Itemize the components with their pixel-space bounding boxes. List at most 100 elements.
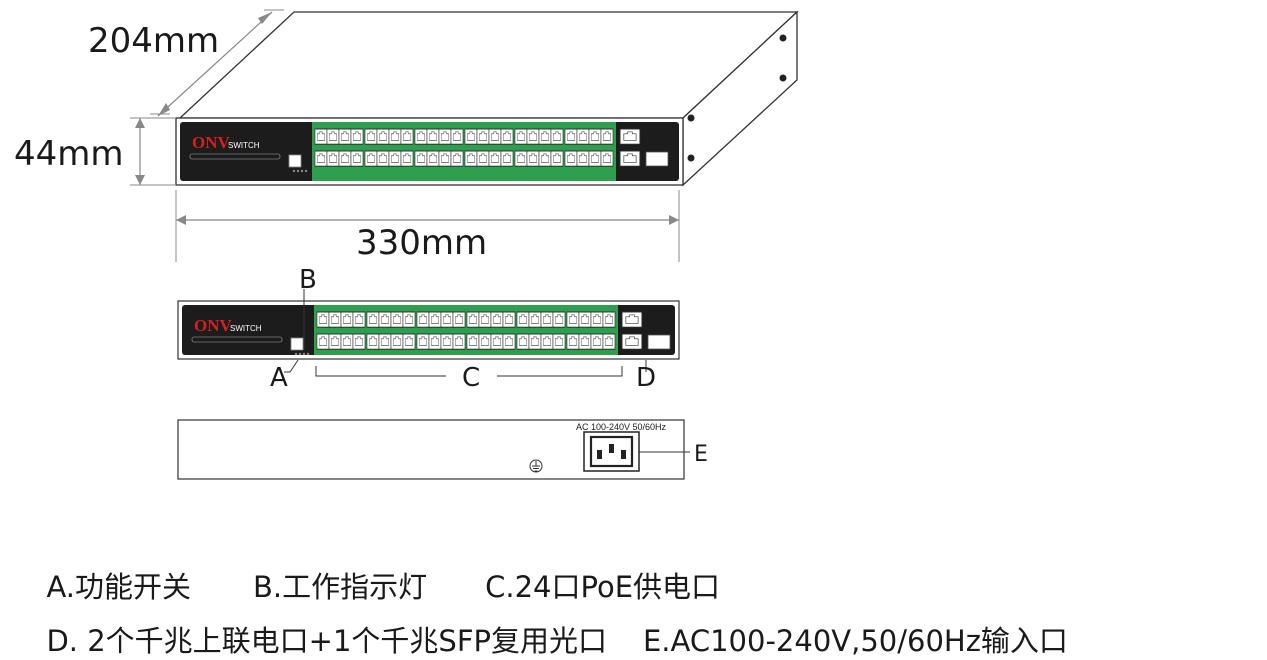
poe-port — [500, 128, 514, 145]
poe-port — [376, 150, 390, 167]
indicator-led — [294, 352, 298, 356]
poe-port — [428, 333, 442, 350]
poe-port — [352, 311, 366, 328]
poe-port — [450, 128, 464, 145]
poe-port — [440, 333, 454, 350]
uplink-port — [619, 128, 641, 145]
poe-port — [388, 128, 402, 145]
uplink-port — [621, 311, 643, 328]
poe-port — [466, 311, 480, 328]
poe-port — [502, 311, 516, 328]
poe-port — [588, 150, 602, 167]
poe-port — [338, 150, 352, 167]
rear-panel-view: AC 100-240V 50/60Hz E — [177, 419, 708, 480]
poe-port — [588, 128, 602, 145]
indicator-led — [302, 352, 306, 356]
indicator-led — [300, 169, 304, 173]
poe-port — [364, 150, 378, 167]
legend-d: D. 2个千兆上联电口+1个千兆SFP复用光口 — [46, 624, 607, 658]
function-switch — [290, 337, 304, 351]
poe-port — [550, 150, 564, 167]
poe-port — [540, 311, 554, 328]
poe-port — [326, 150, 340, 167]
poe-port — [350, 128, 364, 145]
legend-e: E.AC100-240V,50/60Hz输入口 — [642, 624, 1068, 658]
poe-port — [378, 333, 392, 350]
legend-a: A.功能开关 — [46, 570, 191, 604]
callout-e: E — [694, 442, 708, 467]
uplink-port — [619, 150, 641, 167]
poe-port — [402, 311, 416, 328]
poe-port — [578, 333, 592, 350]
poe-port — [564, 150, 578, 167]
poe-port — [338, 128, 352, 145]
poe-port — [500, 150, 514, 167]
poe-port — [538, 150, 552, 167]
poe-port — [414, 150, 428, 167]
indicator-led — [292, 169, 296, 173]
poe-port — [576, 128, 590, 145]
poe-port — [328, 311, 342, 328]
sfp-slot — [647, 334, 671, 350]
poe-port — [390, 311, 404, 328]
poe-port — [440, 311, 454, 328]
poe-port — [600, 150, 614, 167]
poe-port — [352, 333, 366, 350]
poe-port — [350, 150, 364, 167]
poe-port — [428, 311, 442, 328]
callout-b: B — [299, 265, 317, 295]
power-rating-label: AC 100-240V 50/60Hz — [576, 422, 667, 432]
height-dimension: 44mm — [14, 117, 176, 186]
poe-port — [388, 150, 402, 167]
mount-hole — [687, 154, 695, 162]
uplink-port — [621, 333, 643, 350]
width-dimension: 330mm — [175, 190, 680, 263]
poe-port — [550, 128, 564, 145]
poe-port — [376, 128, 390, 145]
poe-port — [314, 128, 328, 145]
poe-port — [426, 150, 440, 167]
poe-port — [316, 311, 330, 328]
poe-port — [416, 333, 430, 350]
poe-port — [526, 150, 540, 167]
poe-port — [578, 311, 592, 328]
logo-suffix: SWITCH — [228, 141, 260, 150]
logo: ONV — [194, 316, 233, 335]
poe-port — [502, 333, 516, 350]
poe-port — [328, 333, 342, 350]
callout-c: C — [462, 363, 480, 393]
logo-suffix: SWITCH — [230, 324, 262, 333]
poe-port — [538, 128, 552, 145]
mount-hole — [779, 34, 787, 42]
indicator-led — [296, 169, 300, 173]
poe-port — [564, 128, 578, 145]
indicator-led — [298, 352, 302, 356]
poe-port — [378, 311, 392, 328]
poe-port — [488, 128, 502, 145]
callout-d: D — [636, 363, 656, 393]
poe-port — [438, 150, 452, 167]
poe-port — [566, 311, 580, 328]
poe-port — [476, 128, 490, 145]
poe-port — [400, 150, 414, 167]
callout-a: A — [270, 363, 288, 393]
poe-port — [552, 311, 566, 328]
poe-port — [552, 333, 566, 350]
depth-dimension: 204mm — [88, 9, 284, 117]
poe-port — [366, 333, 380, 350]
poe-port — [400, 128, 414, 145]
poe-port — [528, 311, 542, 328]
poe-port — [426, 128, 440, 145]
indicator-led — [306, 352, 310, 356]
poe-port — [600, 128, 614, 145]
poe-port — [488, 150, 502, 167]
poe-port — [516, 311, 530, 328]
poe-port — [366, 311, 380, 328]
sfp-slot — [645, 151, 669, 167]
power-socket — [583, 431, 640, 472]
poe-port — [326, 128, 340, 145]
